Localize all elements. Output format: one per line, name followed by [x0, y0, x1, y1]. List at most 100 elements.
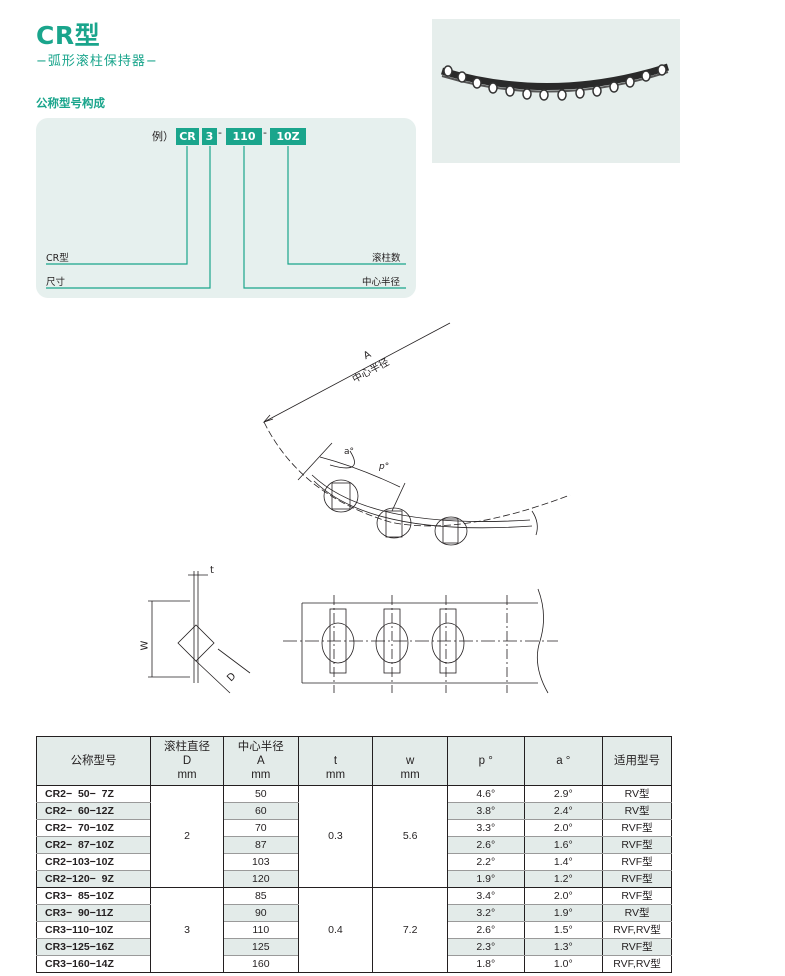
roller-cage-photo: [440, 63, 670, 101]
cell-center-radius: 160: [222, 955, 299, 973]
table-row: CR3− 85−10Z 3 85 0.4 7.2 3.4° 2.0° RVF型: [35, 887, 672, 973]
arc-drawing: [262, 322, 571, 546]
cell-p: 1.9°: [446, 870, 525, 888]
cell-applicable: RVF型: [602, 887, 672, 905]
cell-model: CR3−160−14Z: [35, 955, 152, 973]
cell-a: 2.4°: [523, 802, 604, 820]
cell-center-radius: 103: [222, 853, 299, 871]
cell-applicable: RVF型: [602, 836, 672, 854]
section-title-designation: 公称型号构成: [36, 96, 105, 110]
cell-w: 5.6: [372, 785, 448, 888]
cell-a: 1.5°: [523, 921, 604, 939]
cell-a: 1.6°: [523, 836, 604, 854]
cell-a: 1.9°: [523, 904, 604, 922]
cell-applicable: RVF,RV型: [602, 921, 672, 939]
cell-p: 3.8°: [446, 802, 525, 820]
cell-a: 2.9°: [523, 785, 604, 803]
cell-applicable: RVF型: [602, 938, 672, 956]
page-title: CR型: [36, 21, 101, 50]
page-subtitle: −弧形滚柱保持器−: [36, 54, 158, 69]
W-label: W: [139, 640, 151, 651]
col-header-model: 公称型号: [35, 736, 152, 786]
cell-applicable: RV型: [602, 904, 672, 922]
col-header-a: a °: [523, 736, 604, 786]
cell-applicable: RV型: [602, 785, 672, 803]
cell-t: 0.3: [297, 785, 374, 888]
cell-p: 1.8°: [446, 955, 525, 973]
cell-roller-diameter: 3: [150, 887, 224, 973]
cell-center-radius: 125: [222, 938, 299, 956]
cell-p: 3.3°: [446, 819, 525, 837]
code-separator: -: [263, 126, 267, 139]
cell-a: 1.0°: [523, 955, 604, 973]
cell-model: CR2−120− 9Z: [35, 870, 152, 888]
example-prefix: 例）: [152, 130, 174, 143]
code-part-rollers: 10Z: [270, 128, 306, 145]
cell-p: 4.6°: [446, 785, 525, 803]
label-type: CR型: [46, 253, 69, 264]
cell-a: 2.0°: [523, 819, 604, 837]
cell-model: CR3−125−16Z: [35, 938, 152, 956]
cell-model: CR3−110−10Z: [35, 921, 152, 939]
code-part-size: 3: [202, 128, 217, 145]
cell-model: CR2− 70−10Z: [35, 819, 152, 837]
cell-a: 1.4°: [523, 853, 604, 871]
table-row: CR2−120− 9Z 120 1.9° 1.2° RVF型: [35, 870, 672, 888]
cell-center-radius: 50: [222, 785, 299, 803]
cell-applicable: RVF型: [602, 819, 672, 837]
table-row: CR2− 70−10Z 70 3.3° 2.0° RVF型: [35, 819, 672, 837]
cell-center-radius: 120: [222, 870, 299, 888]
table-row: CR3−110−10Z 110 2.6° 1.5° RVF,RV型: [35, 921, 672, 939]
table-row: CR2− 50− 7Z 2 50 0.3 5.6 4.6° 2.9° RV型: [35, 785, 672, 888]
table-row: CR3−125−16Z 125 2.3° 1.3° RVF型: [35, 938, 672, 956]
col-header-p: p °: [446, 736, 525, 786]
cell-model: CR2− 87−10Z: [35, 836, 152, 854]
cell-a: 2.0°: [523, 887, 604, 905]
cell-model: CR2− 50− 7Z: [35, 785, 152, 803]
cell-a: 1.3°: [523, 938, 604, 956]
p-angle-label: p°: [379, 462, 390, 472]
table-row: CR3− 90−11Z 90 3.2° 1.9° RV型: [35, 904, 672, 922]
cell-model: CR2−103−10Z: [35, 853, 152, 871]
designation-leader-lines: [46, 146, 406, 289]
cell-p: 2.2°: [446, 853, 525, 871]
col-header-applicable: 适用型号: [602, 736, 672, 786]
cell-applicable: RVF型: [602, 870, 672, 888]
t-label: t: [210, 565, 214, 576]
cell-center-radius: 85: [222, 887, 299, 905]
table-row: CR2− 87−10Z 87 2.6° 1.6° RVF型: [35, 836, 672, 854]
cell-w: 7.2: [372, 887, 448, 973]
cell-p: 2.3°: [446, 938, 525, 956]
cell-a: 1.2°: [523, 870, 604, 888]
label-center-radius: 中心半径: [362, 277, 401, 288]
cell-center-radius: 60: [222, 802, 299, 820]
label-rollers: 滚柱数: [372, 253, 401, 264]
cell-t: 0.4: [297, 887, 374, 973]
cell-center-radius: 90: [222, 904, 299, 922]
cell-model: CR3− 85−10Z: [35, 887, 152, 905]
label-size: 尺寸: [46, 277, 66, 288]
product-photo: [432, 19, 680, 163]
cell-applicable: RVF,RV型: [602, 955, 672, 973]
cell-p: 2.6°: [446, 836, 525, 854]
code-part-radius: 110: [226, 128, 262, 145]
cell-model: CR2− 60−12Z: [35, 802, 152, 820]
cell-center-radius: 70: [222, 819, 299, 837]
code-separator: -: [218, 126, 222, 139]
cell-center-radius: 87: [222, 836, 299, 854]
cell-model: CR3− 90−11Z: [35, 904, 152, 922]
cell-p: 2.6°: [446, 921, 525, 939]
table-row: CR3−160−14Z 160 1.8° 1.0° RVF,RV型: [35, 955, 672, 973]
table-row: CR2− 60−12Z 60 3.8° 2.4° RV型: [35, 802, 672, 820]
cell-applicable: RV型: [602, 802, 672, 820]
cell-p: 3.4°: [446, 887, 525, 905]
code-part-series: CR: [176, 128, 199, 145]
designation-panel: [36, 118, 416, 298]
section-drawing: [148, 571, 558, 694]
